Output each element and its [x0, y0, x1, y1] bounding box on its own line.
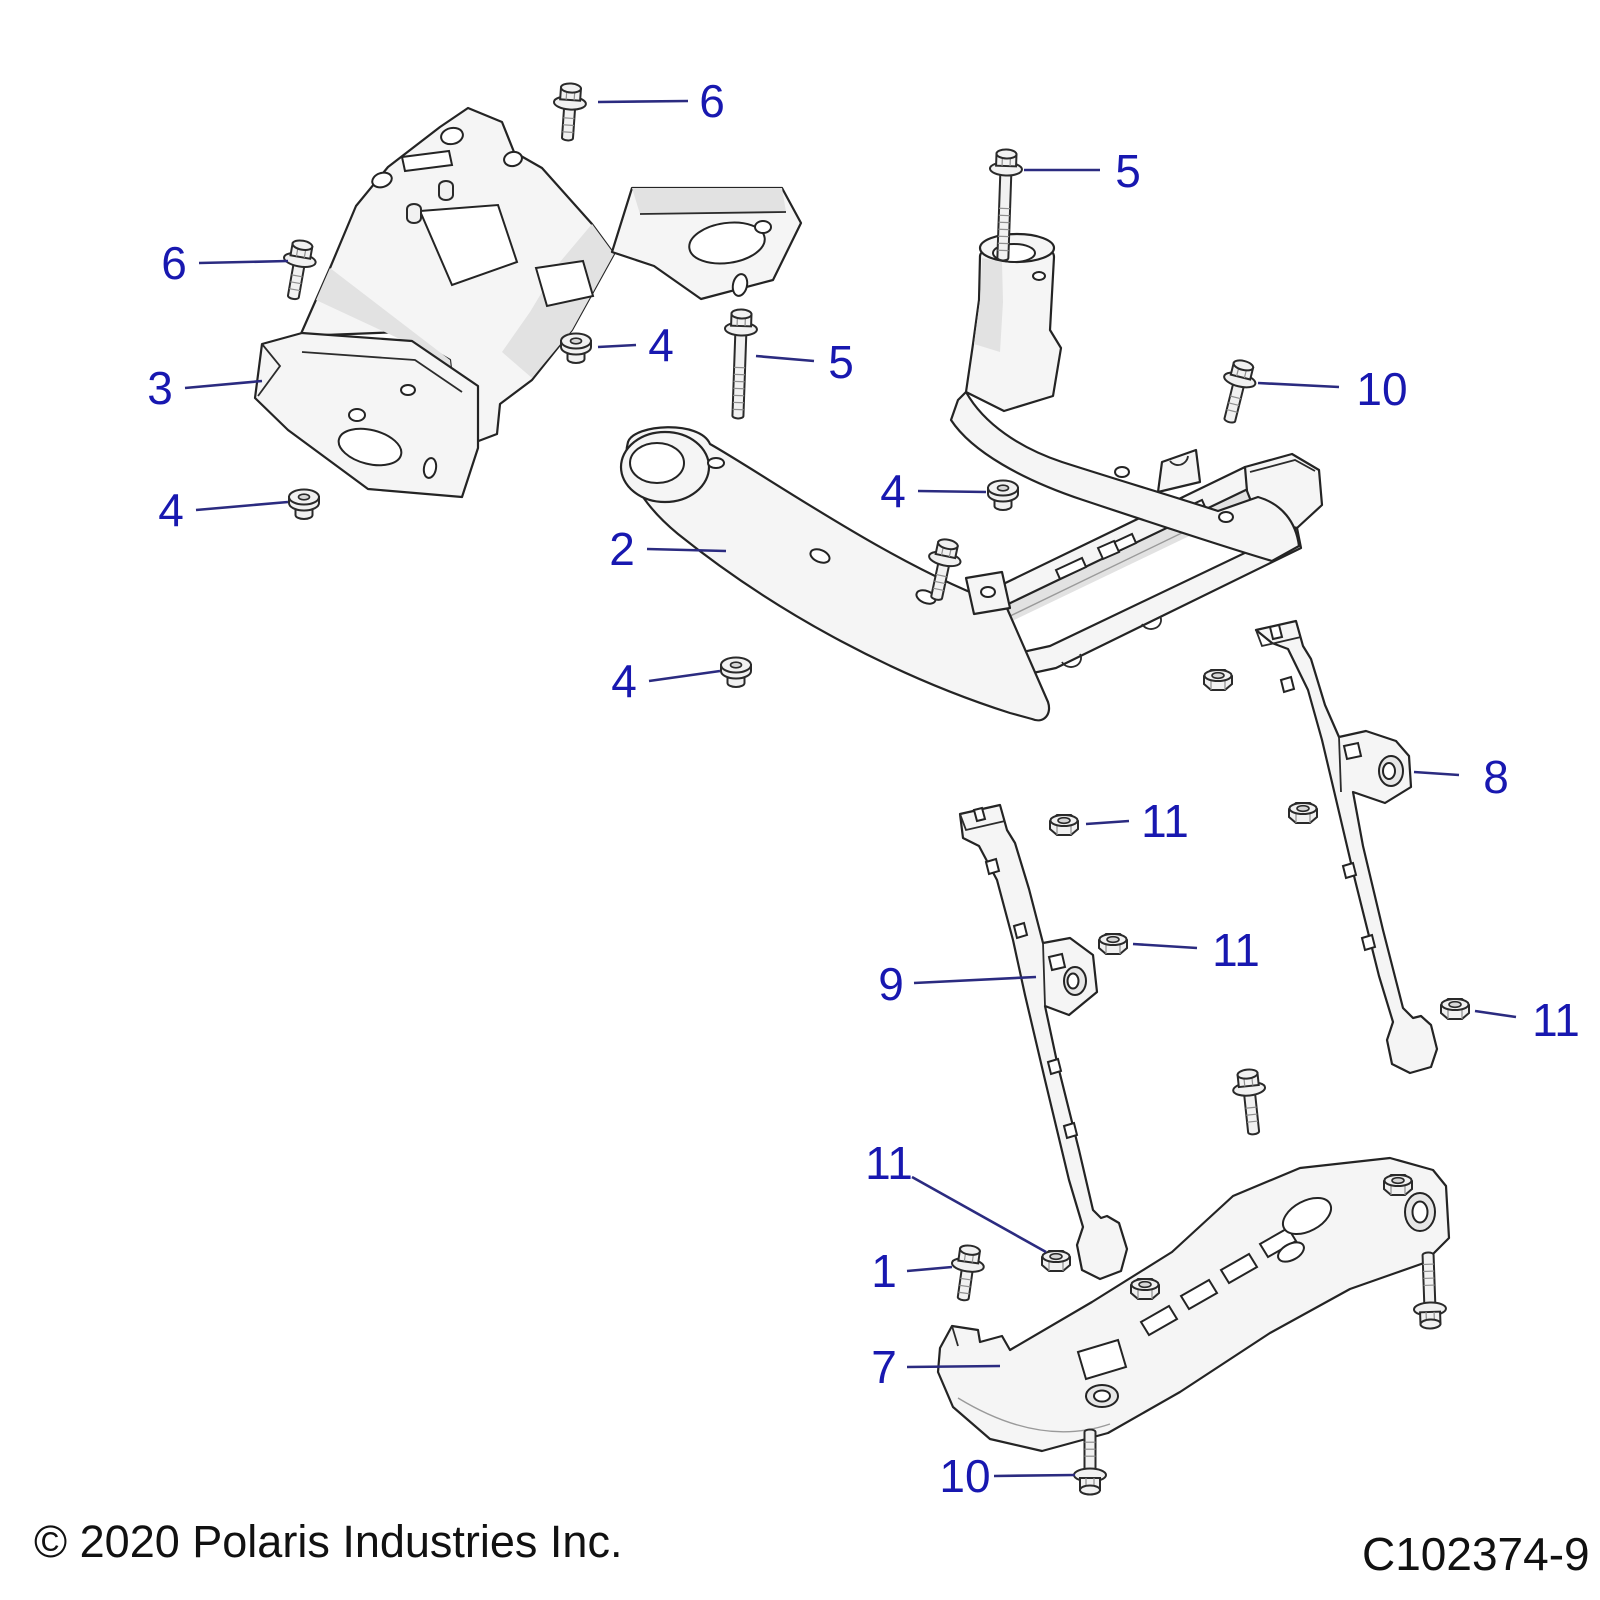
callout-6: 6	[161, 237, 289, 289]
callout-label: 4	[880, 465, 906, 517]
flange-bolt	[1412, 1251, 1447, 1330]
callout-label: 1	[871, 1245, 897, 1297]
callout-6: 6	[597, 75, 725, 127]
callout-11: 11	[1085, 795, 1189, 847]
leader-line	[913, 975, 1037, 985]
callout-4: 4	[880, 465, 987, 517]
leader-line	[597, 343, 637, 349]
part-9-support-rail-left	[958, 803, 1129, 1281]
flange-bolt	[1232, 1068, 1267, 1136]
callout-4: 4	[611, 655, 721, 707]
callout-9: 9	[878, 958, 1037, 1010]
leader-line	[906, 1364, 1001, 1369]
leader-line	[911, 1175, 1047, 1254]
callout-label: 10	[1356, 363, 1407, 415]
callout-8: 8	[1413, 751, 1509, 803]
part-3-front-bracket	[253, 106, 803, 499]
callout-1: 1	[871, 1245, 953, 1297]
leader-line	[198, 259, 289, 265]
leader-line	[646, 547, 727, 553]
callout-label: 2	[609, 523, 635, 575]
leader-line	[917, 489, 987, 494]
flange-bolt	[950, 1244, 985, 1302]
rubber-plug	[987, 479, 1019, 511]
leader-line	[993, 1473, 1076, 1478]
gooseneck-arm	[949, 390, 1301, 563]
weld-stud	[438, 180, 454, 201]
leader-line	[1474, 1009, 1517, 1019]
callout-7: 7	[871, 1341, 1001, 1393]
diagram-code: C102374-9	[1362, 1528, 1590, 1580]
lock-nut	[1288, 802, 1318, 824]
callout-3: 3	[147, 362, 263, 414]
lock-nut	[1049, 814, 1079, 836]
lock-nut	[1130, 1278, 1160, 1300]
callout-label: 5	[1115, 145, 1141, 197]
rubber-plug	[720, 656, 752, 688]
callout-label: 4	[158, 484, 184, 536]
leader-line	[648, 669, 721, 683]
callout-10: 10	[1257, 363, 1408, 415]
callout-label: 11	[1212, 924, 1260, 976]
callout-label: 3	[147, 362, 173, 414]
lock-nut	[1098, 933, 1128, 955]
callout-10: 10	[939, 1450, 1076, 1502]
callout-label: 9	[878, 958, 904, 1010]
callout-label: 4	[611, 655, 637, 707]
leader-line	[195, 500, 289, 512]
callout-label: 5	[828, 336, 854, 388]
part-8-support-rail-right	[1254, 619, 1439, 1075]
leader-line	[755, 354, 815, 363]
leader-line	[184, 379, 263, 390]
callout-label: 4	[648, 319, 674, 371]
callout-11: 11	[865, 1137, 1047, 1254]
flange-bolt	[928, 538, 962, 601]
leader-line	[1257, 381, 1340, 389]
callout-4: 4	[597, 319, 674, 371]
callout-label: 11	[1141, 795, 1189, 847]
flange-bolt	[1073, 1428, 1107, 1496]
lock-nut	[1383, 1174, 1413, 1196]
callout-11: 11	[1132, 924, 1260, 976]
leader-line	[1413, 770, 1460, 777]
lock-nut	[1440, 998, 1470, 1020]
callout-5: 5	[1024, 145, 1141, 197]
callout-4: 4	[158, 484, 289, 536]
callout-label: 6	[161, 237, 187, 289]
callout-label: 11	[865, 1137, 913, 1189]
flange-bolt	[283, 239, 317, 301]
flange-bolt	[723, 308, 758, 420]
callout-label: 7	[871, 1341, 897, 1393]
callout-label: 11	[1532, 994, 1580, 1046]
weld-stud	[406, 203, 422, 224]
lock-nut	[1041, 1250, 1071, 1272]
copyright-text: © 2020 Polaris Industries Inc.	[34, 1516, 622, 1567]
part-7-lower-support	[936, 1156, 1451, 1453]
callout-label: 10	[939, 1450, 990, 1502]
carrier-tab	[1156, 448, 1202, 494]
leader-line	[906, 1265, 953, 1273]
rubber-plug	[288, 488, 320, 520]
callout-2: 2	[609, 523, 727, 575]
leader-line	[597, 99, 689, 104]
part-2-support-arm	[619, 426, 1051, 722]
flange-bolt	[988, 148, 1023, 262]
flange-bolt	[552, 82, 587, 142]
mount-weldment	[949, 232, 1324, 686]
callout-5: 5	[755, 336, 854, 388]
leader-line	[1132, 942, 1198, 950]
leader-line	[1085, 819, 1130, 826]
callout-label: 6	[699, 75, 725, 127]
callout-label: 8	[1483, 751, 1509, 803]
flange-bolt	[1223, 359, 1257, 424]
callout-11: 11	[1474, 994, 1580, 1046]
fasteners-layer	[283, 82, 1470, 1496]
lock-nut	[1203, 669, 1233, 691]
rubber-plug	[560, 332, 592, 364]
